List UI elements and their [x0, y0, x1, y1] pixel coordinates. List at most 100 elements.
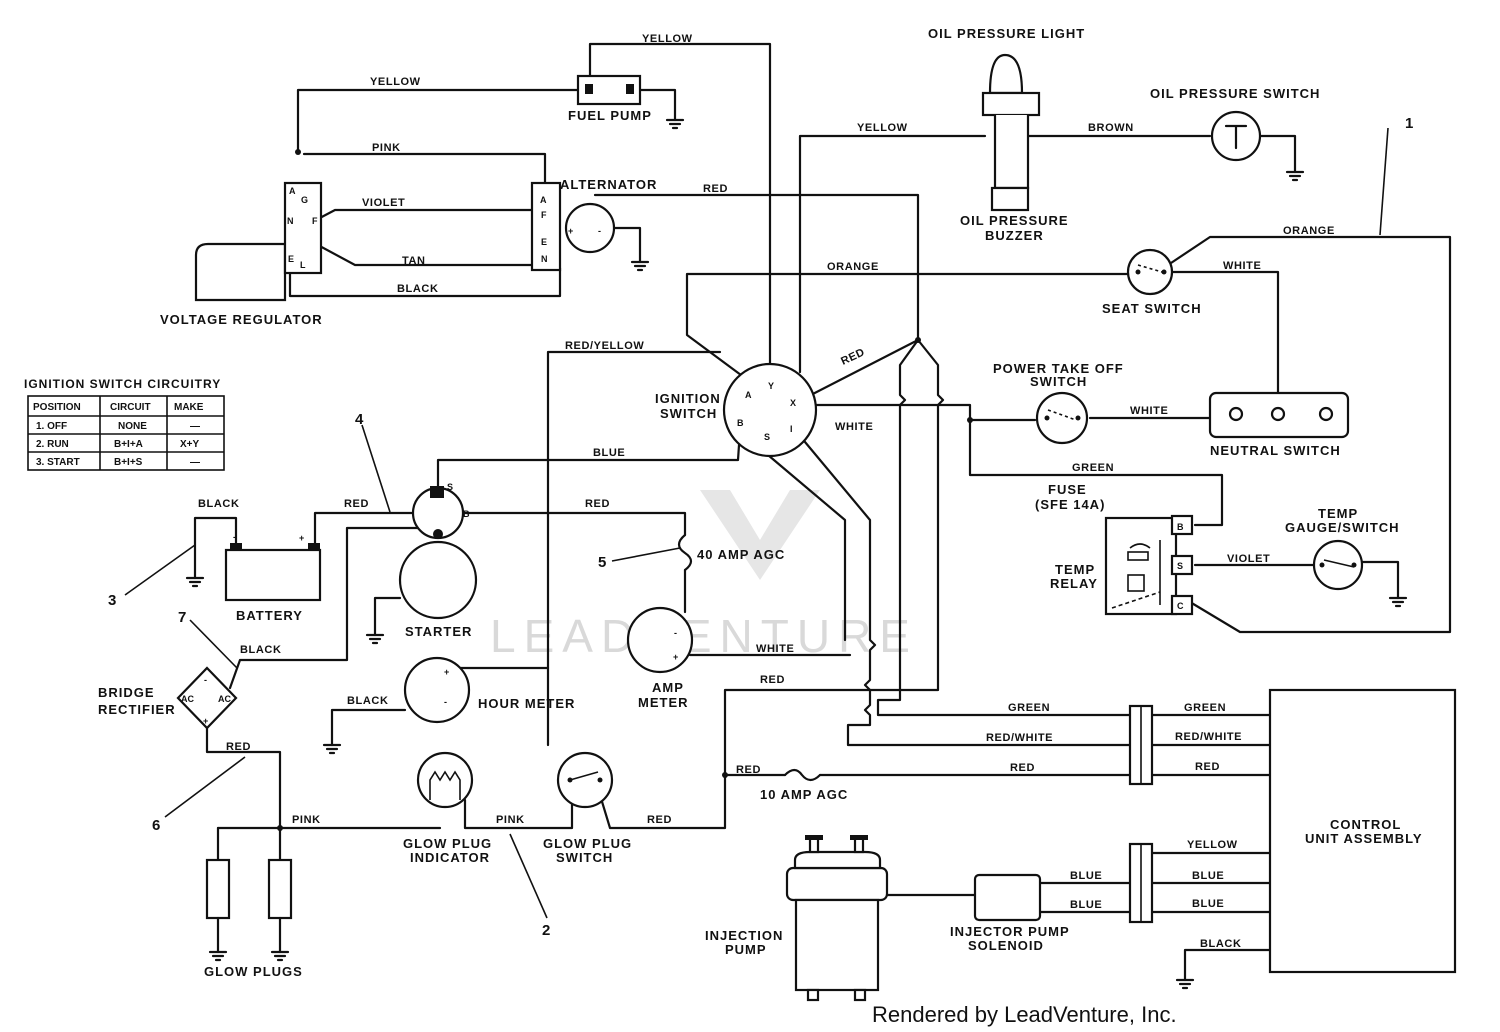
svg-text:E: E — [541, 237, 547, 247]
junction-dot — [277, 825, 283, 831]
junction-dot — [722, 772, 728, 778]
wire-label: ORANGE — [1283, 225, 1335, 237]
lamp-stem-icon — [993, 115, 1030, 190]
glow-plug-icon — [267, 858, 293, 920]
glow-plug-switch: GLOW PLUG SWITCH — [543, 751, 632, 865]
svg-text:+: + — [299, 533, 304, 543]
glow-plug-switch-label: GLOW PLUG — [543, 836, 632, 851]
table-title: IGNITION SWITCH CIRCUITRY — [24, 377, 221, 391]
wire-label: RED — [344, 498, 369, 510]
wire-yellow-oil-light — [798, 134, 987, 374]
bridge-rectifier-label: BRIDGE — [98, 685, 155, 700]
injector-solenoid-icon — [973, 873, 1042, 922]
injector-pump-solenoid: INJECTOR PUMP SOLENOID — [950, 873, 1070, 953]
pto-switch-icon — [1035, 391, 1089, 445]
temp-relay-label: TEMP — [1055, 562, 1095, 577]
glow-plug-indicator: GLOW PLUG INDICATOR — [403, 751, 492, 865]
injection-pump-body-icon — [785, 866, 889, 902]
glow-plug-indicator-label: GLOW PLUG — [403, 836, 492, 851]
wire-label: WHITE — [756, 643, 794, 655]
alternator: A F E N + - ALTERNATOR — [530, 177, 657, 272]
wire-red-yellow — [546, 350, 722, 747]
oil-pressure-buzzer-label: OIL PRESSURE — [960, 213, 1069, 228]
svg-text:-: - — [674, 628, 677, 638]
fuel-pump: FUEL PUMP — [568, 74, 651, 123]
regulator-housing-icon — [194, 242, 287, 302]
wire-label: RED — [1195, 761, 1220, 773]
alternator-terminal-block-icon — [530, 181, 562, 272]
wire-yellow-fuelpump-ignition — [588, 42, 772, 374]
wire-green-control — [876, 338, 1132, 717]
wire-oilswitch-ground — [1258, 134, 1297, 174]
voltage-regulator-label: VOLTAGE REGULATOR — [160, 312, 323, 327]
svg-text:Y: Y — [768, 381, 774, 391]
render-credit: Rendered by LeadVenture, Inc. — [872, 1002, 1177, 1027]
svg-text:B: B — [737, 418, 744, 428]
table-cell: — — [190, 421, 200, 432]
temp-gauge-label: TEMP — [1318, 506, 1358, 521]
oil-pressure-light-label: OIL PRESSURE LIGHT — [928, 26, 1085, 41]
alternator-icon — [564, 202, 616, 254]
watermark-text: LEADVENTURE — [490, 610, 918, 662]
battery: - + BATTERY — [224, 532, 322, 623]
fuse-rating-label: (SFE 14A) — [1035, 497, 1105, 512]
wire-white-seat-neutral — [1168, 270, 1280, 407]
wire-label: BLACK — [1200, 938, 1242, 950]
ignition-switch-icon — [722, 362, 818, 458]
ground-icon — [1175, 978, 1195, 990]
svg-text:F: F — [541, 210, 547, 220]
wire-blue-starter — [436, 428, 742, 490]
wire-label: RED — [1010, 762, 1035, 774]
injection-pump: INJECTION PUMP — [705, 835, 889, 1002]
wire-label: RED — [226, 741, 251, 753]
seat-switch: SEAT SWITCH — [1102, 248, 1201, 316]
table-cell: X+Y — [180, 439, 200, 450]
wire-label: BLACK — [347, 695, 389, 707]
table-border — [27, 395, 225, 471]
wire-label: GREEN — [1184, 702, 1226, 714]
wire-label: RED — [647, 814, 672, 826]
temp-gauge-switch: TEMP GAUGE/SWITCH — [1285, 506, 1399, 591]
temp-gauge-icon — [1312, 539, 1364, 591]
wire-label: PINK — [292, 814, 321, 826]
svg-text:F: F — [312, 216, 318, 226]
injection-pump-label: INJECTION — [705, 928, 783, 943]
wires — [193, 42, 1452, 982]
wire-fuelpump-ground — [638, 88, 677, 122]
ground-icon — [1388, 596, 1408, 608]
wire-red-starter-fuse — [456, 511, 687, 537]
battery-icon — [224, 548, 322, 602]
wire-pink-indicator-switch — [463, 798, 574, 830]
temp-relay-label-2: RELAY — [1050, 576, 1098, 591]
amp-meter-label: AMP — [652, 680, 684, 695]
control-unit-assembly: CONTROL UNIT ASSEMBLY — [1268, 688, 1457, 974]
callout-7: 7 — [178, 609, 186, 626]
wire-red-rectifier — [205, 724, 282, 830]
temp-relay: B S C FUSE (SFE 14A) TEMP RELAY — [1035, 482, 1194, 616]
wire-label: BROWN — [1088, 122, 1134, 134]
seat-switch-icon — [1126, 248, 1174, 296]
table-cell: B+I+A — [114, 439, 143, 450]
wire-orange-relay — [1166, 235, 1452, 634]
wire-label: BLUE — [1070, 870, 1102, 882]
hour-meter-icon — [403, 656, 471, 724]
svg-text:-: - — [204, 675, 207, 685]
pto-switch-label: POWER TAKE OFF — [993, 361, 1124, 376]
glow-plug-indicator-icon — [416, 751, 474, 809]
svg-text:C: C — [1177, 601, 1184, 611]
alternator-label: ALTERNATOR — [560, 177, 657, 192]
control-unit-label-2: UNIT ASSEMBLY — [1305, 831, 1423, 846]
svg-text:L: L — [300, 260, 306, 270]
wire-label: WHITE — [835, 421, 873, 433]
svg-text:I: I — [790, 424, 793, 434]
wire-label: RED — [585, 498, 610, 510]
wire-yellow-regulator-fuelpump — [296, 88, 582, 154]
wire-alternator-ground — [608, 226, 642, 264]
ground-icon — [208, 950, 228, 962]
wire-label: BLUE — [593, 447, 625, 459]
svg-text:E: E — [288, 254, 294, 264]
ground-icon — [270, 950, 290, 962]
injector-solenoid-label: INJECTOR PUMP — [950, 924, 1070, 939]
amp-meter-label-2: METER — [638, 695, 689, 710]
wire-starter-ground — [373, 596, 402, 637]
